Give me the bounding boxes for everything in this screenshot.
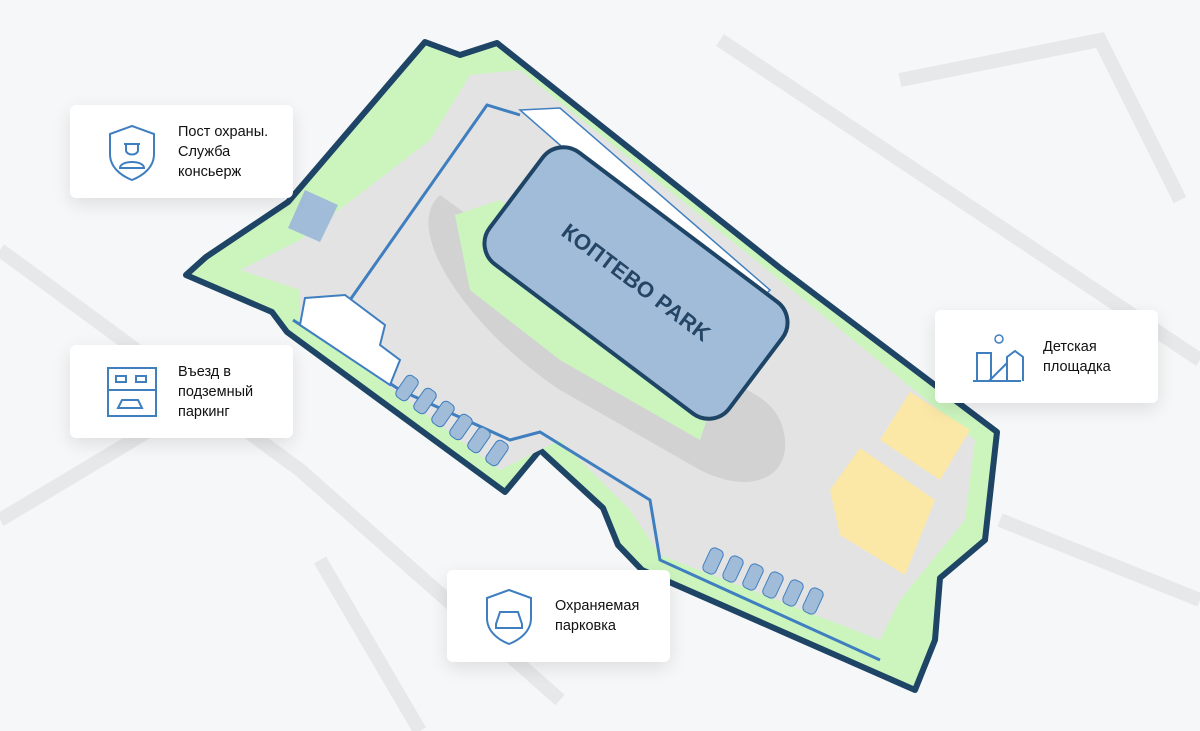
callout-text: Пост охраны. Служба консьерж (178, 123, 269, 180)
callout-playground[interactable]: Детская площадка (935, 310, 1158, 403)
callout-text: Детская площадка (1043, 338, 1111, 375)
parking-spots-2 (702, 547, 824, 615)
building-koptevo-park[interactable] (474, 137, 798, 429)
callout-parking-entrance[interactable]: Въезд в подземный паркинг (70, 345, 293, 438)
callout-text: Охраняемая парковка (555, 598, 640, 634)
playground-2 (830, 448, 935, 575)
callout-text: Въезд в подземный паркинг (178, 363, 254, 420)
parking-entrance (298, 293, 402, 387)
guard-shield-icon (109, 124, 155, 181)
guard-post (288, 190, 338, 242)
playground-icon (973, 333, 1024, 382)
callout-guarded-parking[interactable]: Охраняемая парковка (447, 570, 670, 662)
fence-line (348, 103, 521, 301)
playground-1 (880, 392, 970, 480)
underground-parking-icon (107, 366, 157, 417)
callout-guard-post[interactable]: Пост охраны. Служба консьерж (70, 105, 293, 198)
car-shield-icon (486, 588, 532, 646)
parking-spots-1 (395, 374, 509, 467)
